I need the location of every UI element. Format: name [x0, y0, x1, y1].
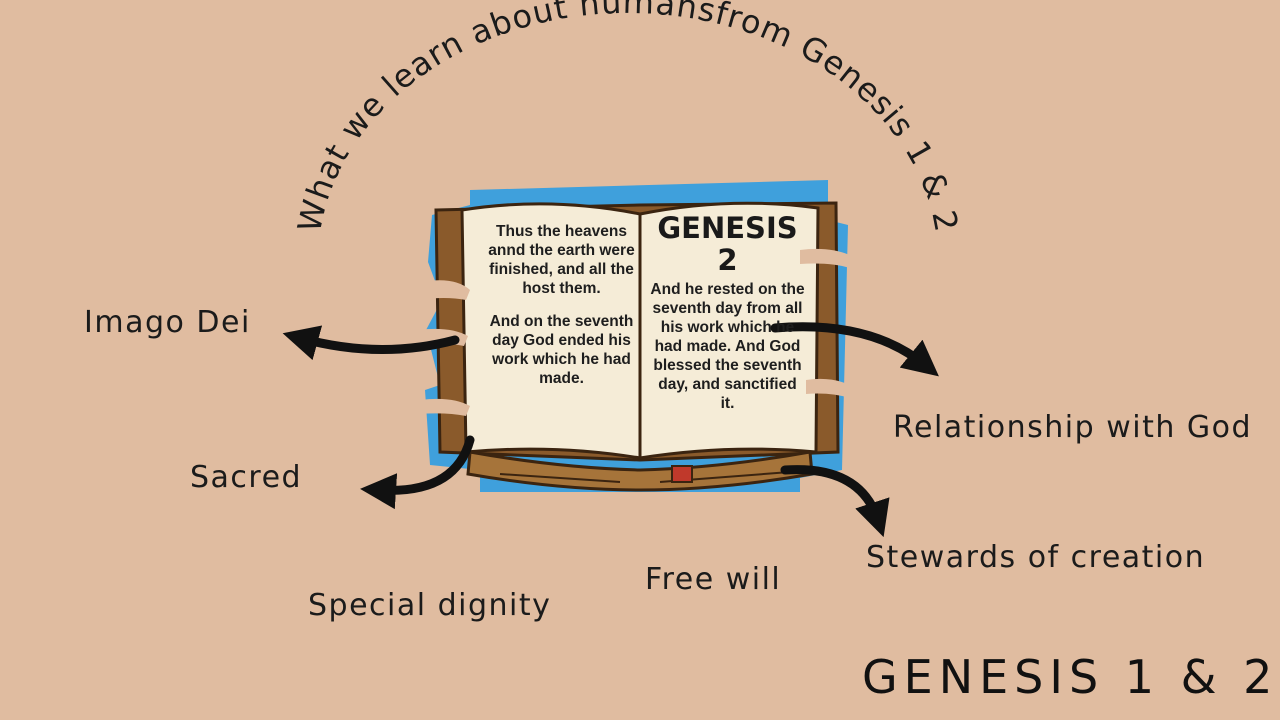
label-stewards-of-creation: Stewards of creation [866, 540, 1206, 575]
bookmark-ribbon [671, 465, 693, 483]
label-sacred: Sacred [190, 460, 303, 495]
arrow-to-sacred [360, 435, 475, 510]
right-paragraph: And he rested on the seventh day from al… [650, 281, 805, 412]
footer-title: GENESIS 1 & 2 [862, 650, 1279, 704]
arrow-to-stewards [780, 465, 890, 538]
label-special-dignity: Special dignity [308, 588, 552, 623]
arrow-to-imago-dei [282, 325, 460, 361]
arrows [282, 322, 939, 538]
open-bible-illustration [416, 180, 852, 492]
label-imago-dei: Imago Dei [84, 305, 251, 340]
label-free-will: Free will [645, 562, 782, 597]
label-relationship-with-god: Relationship with God [893, 410, 1253, 445]
arrow-to-relationship [770, 322, 939, 377]
left-page-text: Thus the heavens annd the earth were fin… [484, 222, 639, 402]
left-paragraph-2: And on the seventh day God ended his wor… [489, 313, 634, 387]
book-page-title: GENESIS 2 [657, 211, 798, 277]
left-paragraph-1: Thus the heavens annd the earth were fin… [488, 223, 635, 297]
right-page-text: GENESIS 2 And he rested on the seventh d… [650, 212, 805, 413]
right-page [638, 201, 820, 460]
